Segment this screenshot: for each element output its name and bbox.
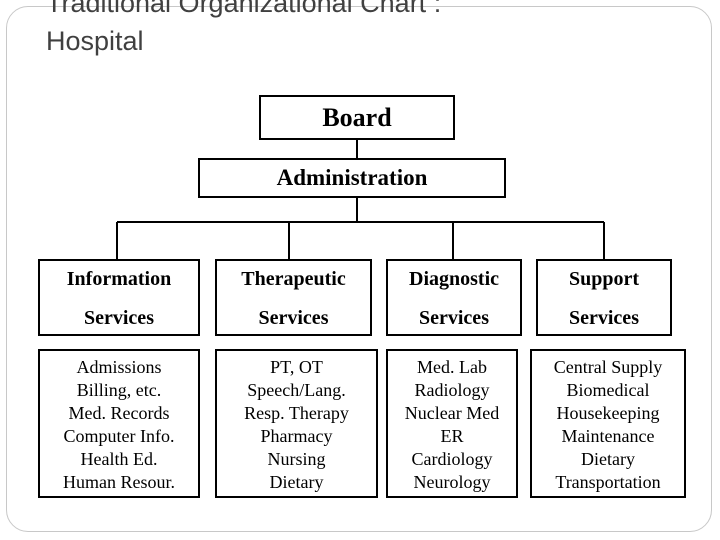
list-item: Nursing <box>267 449 326 469</box>
list-item: Maintenance <box>561 426 655 446</box>
list-item: Health Ed. <box>80 449 158 469</box>
list-item: Cardiology <box>411 449 493 469</box>
list-item: PT, OT <box>270 357 323 377</box>
list-diagnostic-services: Med. Lab Radiology Nuclear Med ER Cardio… <box>386 349 518 498</box>
list-item: Computer Info. <box>63 426 175 446</box>
list-item: ER <box>440 426 464 446</box>
list-item: Med. Lab <box>417 357 487 377</box>
slide-title: Traditional Organizational Chart : Hospi… <box>46 0 666 60</box>
list-item: Central Supply <box>553 357 663 377</box>
list-item: Nuclear Med <box>404 403 500 423</box>
dept-support-services: Support Services <box>536 259 672 336</box>
dept-diagnostic-services: Diagnostic Services <box>386 259 522 336</box>
list-item: Radiology <box>414 380 490 400</box>
dept-therapeutic-services: Therapeutic Services <box>215 259 372 336</box>
dept-information-services: Information Services <box>38 259 200 336</box>
list-item: Dietary <box>269 472 324 492</box>
list-item: Med. Records <box>68 403 170 423</box>
list-item: Dietary <box>581 449 635 469</box>
list-item: Biomedical <box>566 380 650 400</box>
list-item: Speech/Lang. <box>247 380 346 400</box>
list-item: Human Resour. <box>63 472 175 492</box>
dept-label-line-2: Services <box>569 307 639 329</box>
list-item: Billing, etc. <box>76 380 162 400</box>
slide-title-line-1: Traditional Organizational Chart : <box>46 0 442 18</box>
list-therapeutic-services: PT, OT Speech/Lang. Resp. Therapy Pharma… <box>215 349 378 498</box>
board-box: Board <box>259 95 455 140</box>
list-item: Neurology <box>413 472 491 492</box>
dept-label-line-2: Services <box>419 307 489 329</box>
slide-title-line-2: Hospital <box>46 26 144 56</box>
dept-label-line-1: Support <box>568 268 640 290</box>
dept-label-line-2: Services <box>258 307 329 329</box>
dept-label-line-1: Therapeutic <box>241 268 346 290</box>
list-item: Transportation <box>555 472 661 492</box>
administration-box: Administration <box>198 158 506 198</box>
dept-label-line-1: Information <box>66 268 172 290</box>
list-support-services: Central Supply Biomedical Housekeeping M… <box>530 349 686 498</box>
list-item: Pharmacy <box>260 426 333 446</box>
list-information-services: Admissions Billing, etc. Med. Records Co… <box>38 349 200 498</box>
dept-label-line-2: Services <box>84 307 154 329</box>
list-item: Housekeeping <box>556 403 660 423</box>
dept-label-line-1: Diagnostic <box>409 268 499 290</box>
list-item: Resp. Therapy <box>244 403 349 423</box>
list-item: Admissions <box>76 357 162 377</box>
